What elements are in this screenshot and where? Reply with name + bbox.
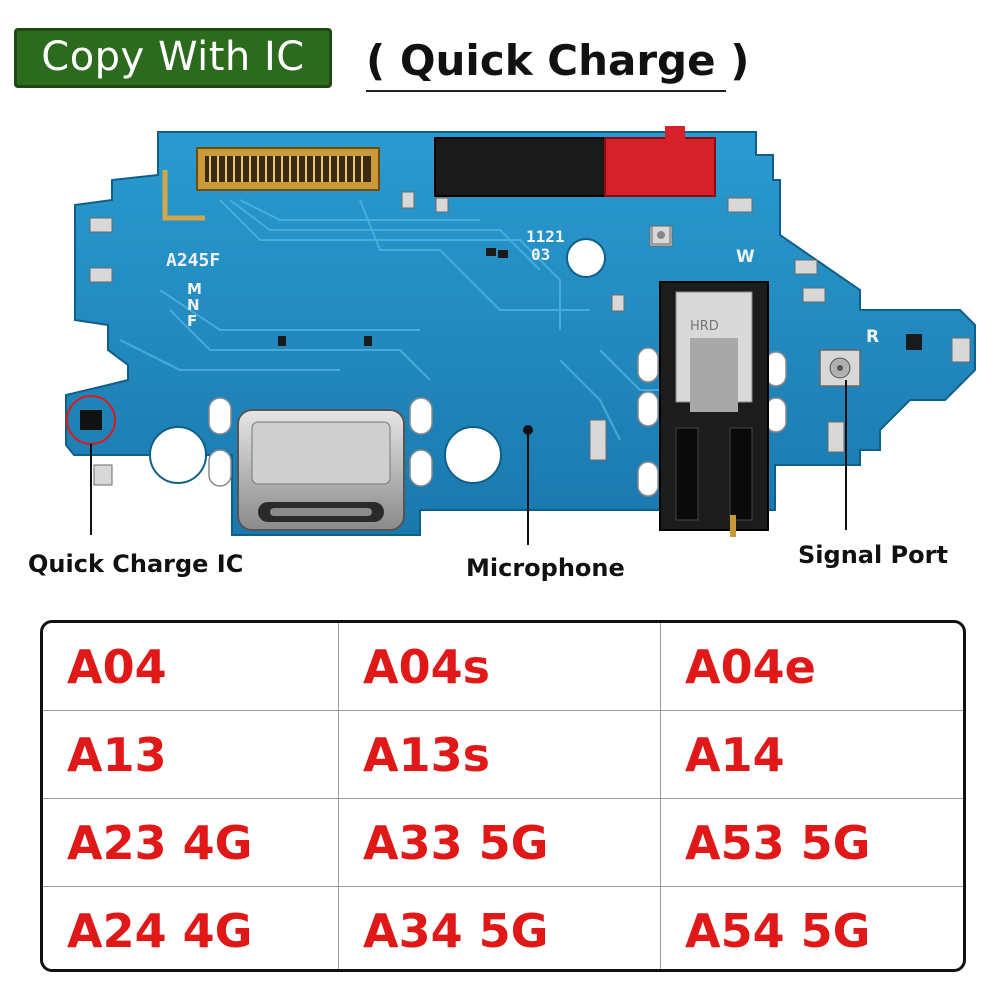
quick-charge-ic-chip bbox=[80, 410, 102, 430]
model-cell: A23 4G bbox=[43, 799, 339, 886]
table-row: A04 A04s A04e bbox=[43, 623, 963, 711]
compatible-models-table: A04 A04s A04e A13 A13s A14 A23 4G A33 5G… bbox=[40, 620, 966, 972]
model-cell: A13s bbox=[339, 711, 661, 798]
silkscreen-letter-f: F bbox=[187, 312, 197, 330]
btb-pins bbox=[209, 156, 363, 182]
table-row: A23 4G A33 5G A53 5G bbox=[43, 799, 963, 887]
pcb-traces bbox=[119, 199, 760, 441]
model-cell: A04e bbox=[685, 640, 816, 694]
model-cell: A04 bbox=[43, 623, 339, 710]
model-cell: A53 5G bbox=[685, 816, 871, 870]
quick-charge-subtitle: ( Quick Charge ) bbox=[366, 30, 749, 92]
charging-port-board-image: A245F 1121 03 M N F W R bbox=[0, 110, 1000, 580]
silkscreen-code-bottom: 03 bbox=[531, 245, 550, 264]
model-cell: A14 bbox=[685, 728, 785, 782]
model-cell: A24 4G bbox=[43, 887, 339, 969]
table-row: A24 4G A34 5G A54 5G bbox=[43, 887, 963, 969]
microphone-hole bbox=[523, 425, 533, 435]
model-cell: A54 5G bbox=[685, 904, 871, 958]
quick-charge-ic-label: Quick Charge IC bbox=[28, 550, 244, 578]
copy-with-ic-badge: Copy With IC bbox=[14, 28, 332, 88]
model-cell: A34 5G bbox=[339, 887, 661, 969]
silkscreen-letter-w: W bbox=[736, 247, 755, 267]
model-cell: A04s bbox=[339, 623, 661, 710]
signal-port-label: Signal Port bbox=[798, 541, 948, 569]
silkscreen-model: A245F bbox=[166, 250, 220, 271]
smd-dark-components bbox=[278, 248, 922, 350]
model-cell: A33 5G bbox=[339, 799, 661, 886]
silkscreen-letter-n: N bbox=[187, 296, 200, 314]
table-row: A13 A13s A14 bbox=[43, 711, 963, 799]
jack-marking: HRD bbox=[690, 319, 719, 334]
silkscreen-code-top: 1121 bbox=[526, 227, 565, 246]
pcb-illustration: A245F 1121 03 M N F W R bbox=[65, 126, 976, 545]
mount-pads bbox=[208, 347, 787, 497]
microphone-label: Microphone bbox=[466, 554, 625, 582]
silkscreen-letter-r: R bbox=[866, 327, 879, 347]
silkscreen-letter-m: M bbox=[187, 280, 202, 298]
model-cell: A13 bbox=[43, 711, 339, 798]
